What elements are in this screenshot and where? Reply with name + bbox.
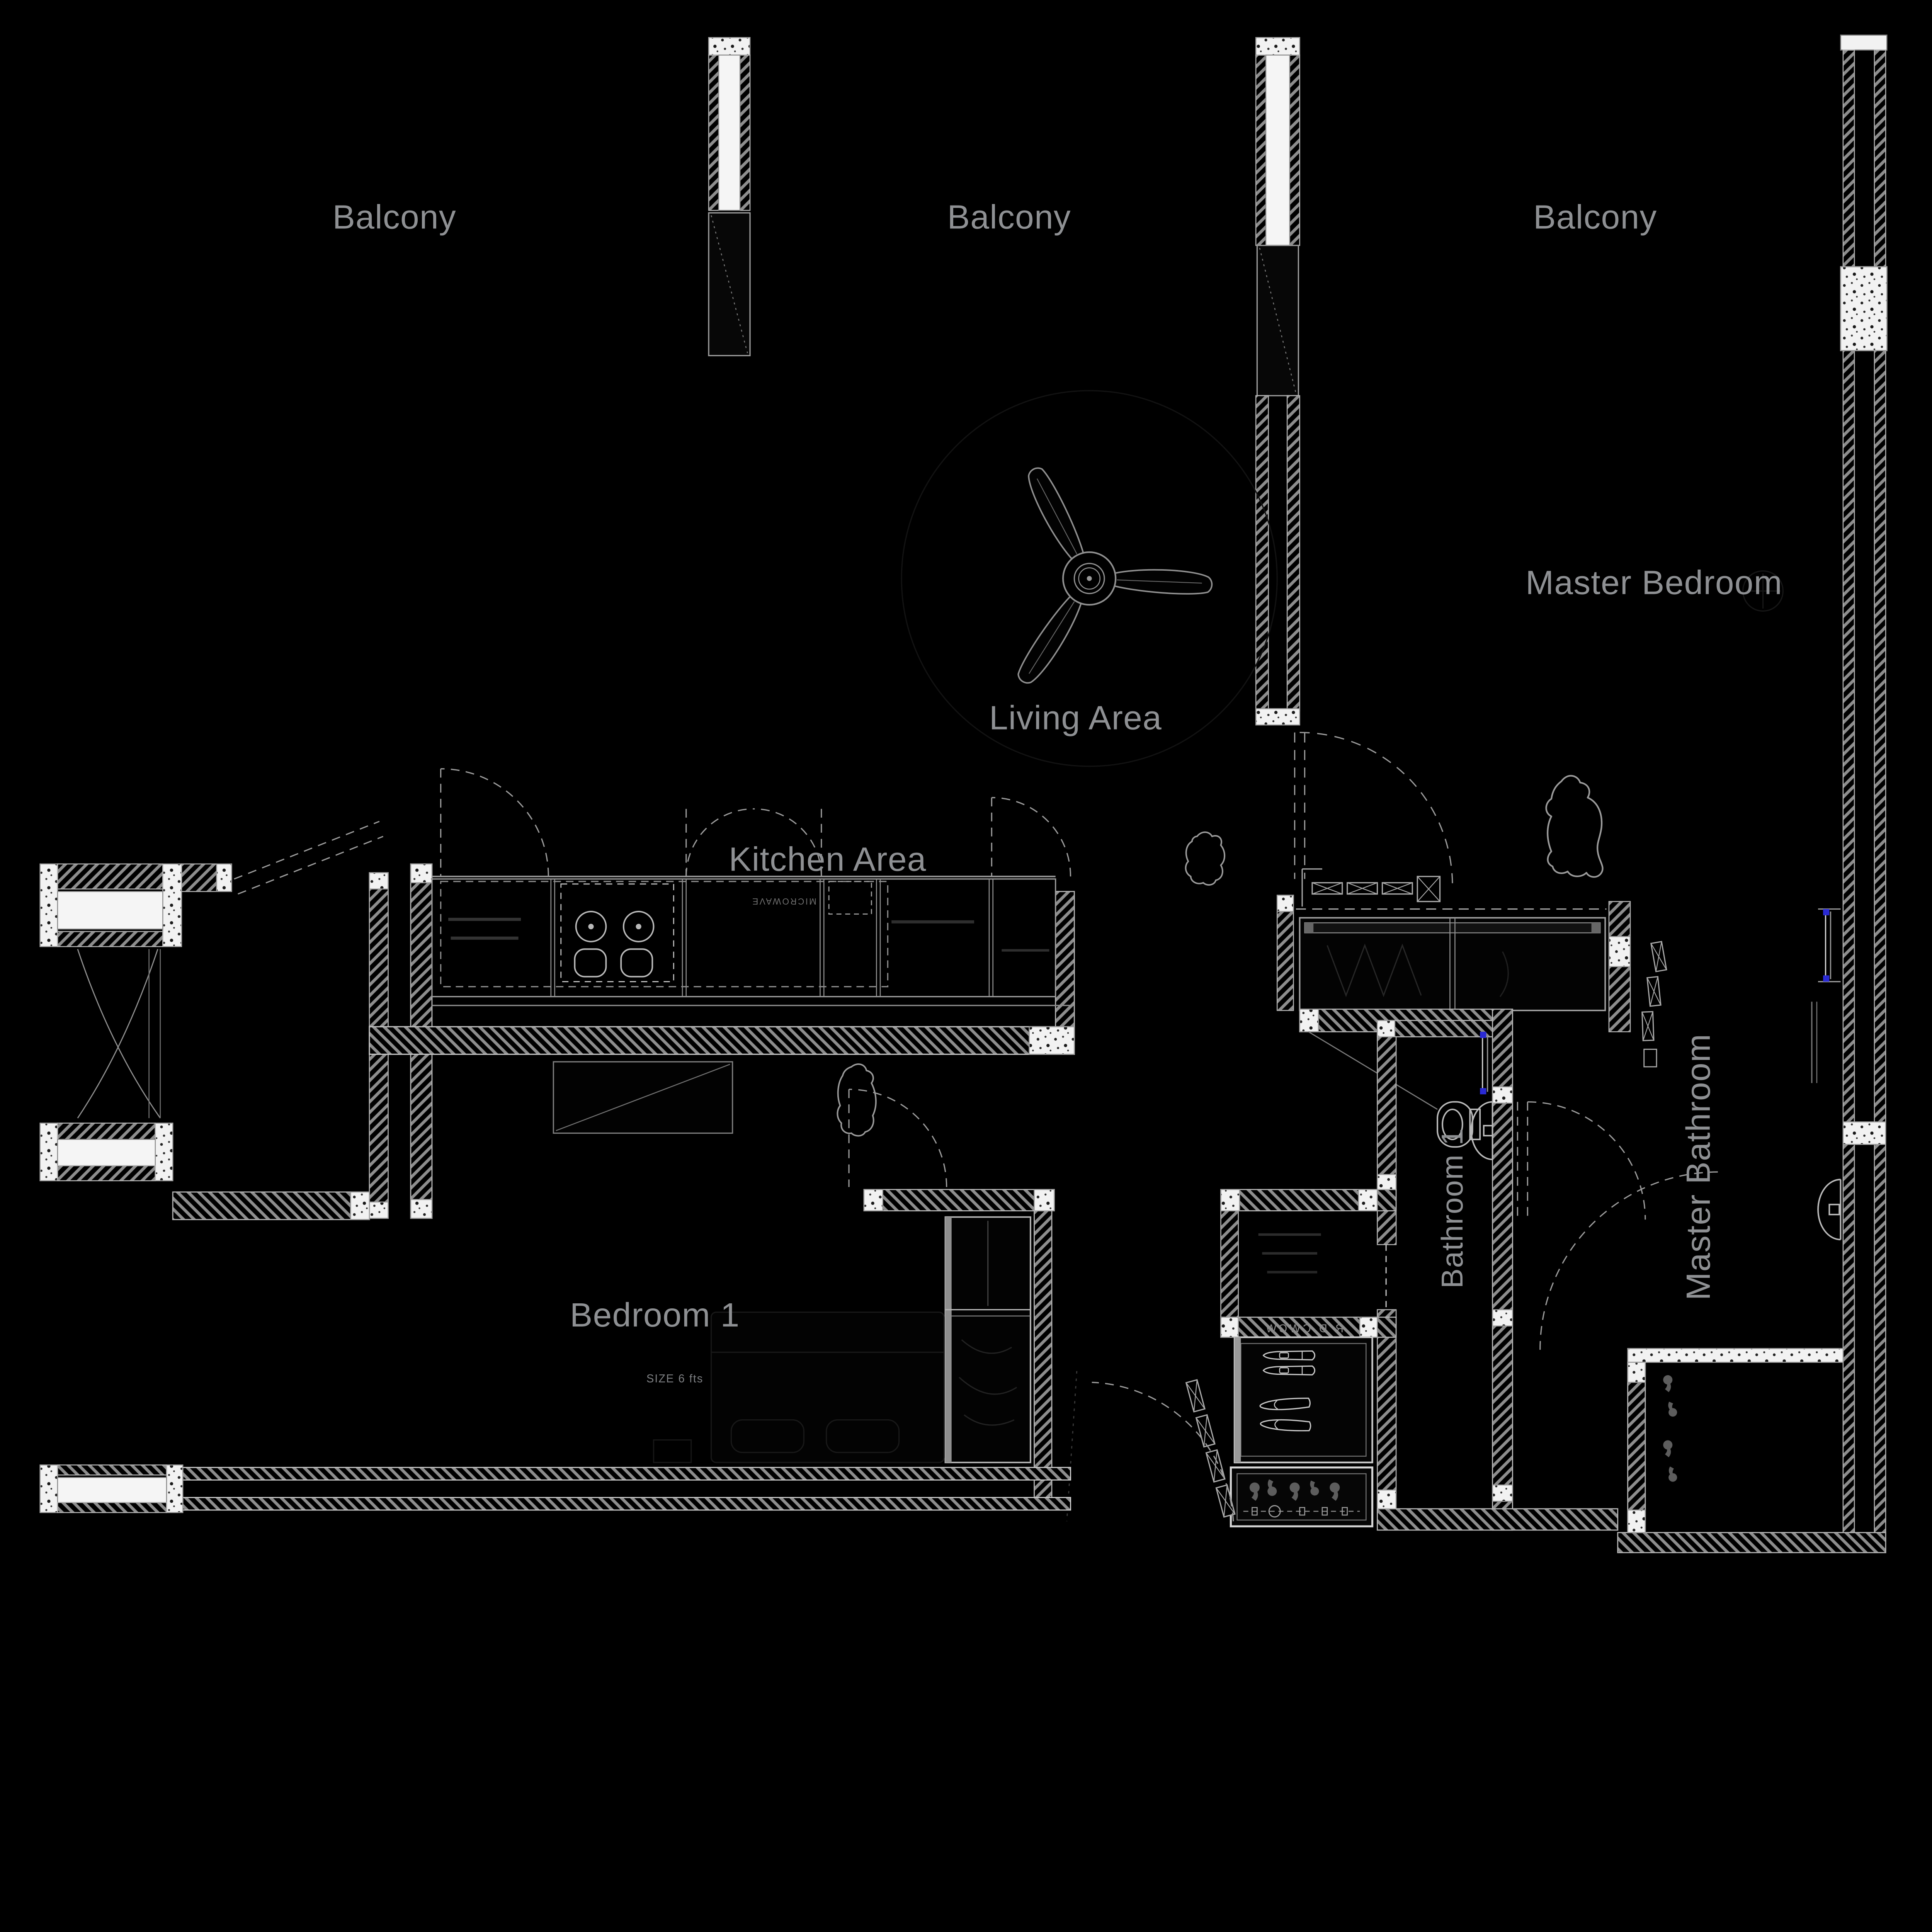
cat-silhouette-icon	[1185, 831, 1226, 886]
balcony-window-strip-b	[1255, 37, 1300, 726]
left-wall-windows	[39, 821, 425, 1220]
door-swing-arc	[440, 768, 1071, 877]
ceiling-fan-icon	[901, 390, 1278, 767]
shoe-cabinet	[1233, 1336, 1373, 1464]
bedroom1-wardrobe	[944, 1216, 1031, 1463]
bedroom-1-block	[653, 1088, 1055, 1510]
shower-glass-icon	[1818, 908, 1841, 983]
concrete-column	[1840, 266, 1888, 351]
wash-basin-icon	[1470, 1101, 1493, 1160]
utility-block	[1066, 1189, 1397, 1527]
room-label-master-bedroom: Master Bedroom	[1526, 564, 1783, 602]
door-swing-arc	[1299, 732, 1453, 885]
floorplan-canvas	[39, 34, 1888, 1553]
nightstand	[653, 1439, 692, 1463]
door-swing-arc	[234, 821, 380, 880]
kitchen-counter	[431, 878, 1056, 998]
toilet-icon	[1437, 1101, 1481, 1148]
room-label-balcony-3: Balcony	[1533, 198, 1657, 236]
upper-cabinet-dashed	[440, 881, 889, 988]
balcony-window-strip-a	[708, 37, 751, 356]
window-glazing	[57, 1477, 167, 1503]
folding-door-icon	[1185, 1379, 1236, 1518]
concrete-column	[1842, 1121, 1886, 1145]
utility-wall-label: R D CWCW	[1263, 1322, 1344, 1335]
floor-plan: Balcony Balcony Balcony Master Bedroom L…	[39, 34, 1888, 1553]
master-wardrobe	[1276, 895, 1631, 1110]
dog-silhouette-icon	[1545, 775, 1604, 878]
folding-door-icon	[1641, 941, 1667, 1068]
folding-door-icon	[1301, 868, 1441, 907]
kitchen-ledge	[553, 1061, 733, 1134]
shower-glass-icon	[1480, 1032, 1488, 1095]
room-label-bathroom-1: Bathroom 1	[1436, 1128, 1470, 1289]
bottom-outer-wall	[39, 1464, 1071, 1513]
floor-lamp-icon	[1742, 570, 1784, 612]
door-swing-arc	[77, 949, 161, 1119]
bedroom1-size-note: SIZE 6 fts	[646, 1372, 704, 1385]
window-glazing	[57, 1139, 156, 1166]
kitchen-microwave-label: MICROWAVE	[751, 896, 817, 905]
wash-basin-icon	[1817, 1179, 1842, 1240]
room-label-kitchen-area: Kitchen Area	[729, 840, 927, 879]
right-outer-wall	[1617, 34, 1888, 1553]
door-swing-arc	[1517, 1101, 1718, 1350]
room-label-living-area: Living Area	[989, 699, 1162, 737]
room-label-balcony-2: Balcony	[947, 198, 1071, 236]
room-label-bedroom-1: Bedroom 1	[570, 1296, 740, 1334]
master-bedroom-entry	[1294, 732, 1453, 907]
cat-silhouette-icon	[837, 1063, 877, 1137]
shoe-pair-icon	[1262, 1350, 1316, 1361]
laundry-counter	[1230, 1466, 1374, 1527]
master-bathroom-block	[1627, 908, 1844, 1533]
hob-icon	[828, 881, 872, 915]
bed	[710, 1311, 945, 1463]
kitchen-block	[369, 768, 1075, 1219]
room-label-balcony-1: Balcony	[332, 198, 456, 236]
wc-room	[1627, 1348, 1844, 1533]
window-glazing	[57, 891, 163, 930]
door-swing-arc	[1092, 1381, 1234, 1522]
double-sink-icon	[560, 883, 674, 982]
door-swing-arc	[849, 1088, 947, 1187]
room-label-master-bathroom: Master Bathroom	[1680, 1033, 1718, 1301]
